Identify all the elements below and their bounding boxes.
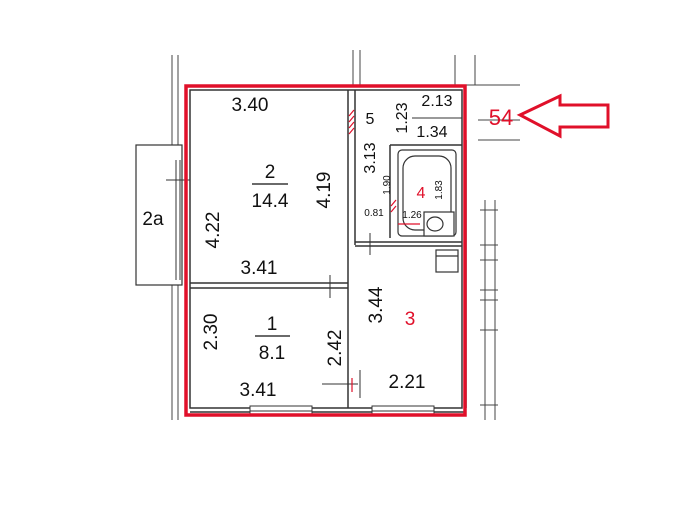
room-2-height-right: 4.19 xyxy=(314,172,335,209)
room-1-area: 8.1 xyxy=(259,343,285,364)
room-5-top-length-2: 1.34 xyxy=(416,124,447,141)
apartment-callout: 54 xyxy=(489,93,610,139)
room-2: 3.40 2 14.4 4.22 4.19 3.41 xyxy=(203,95,335,279)
apartment-outline xyxy=(184,84,467,417)
room-1: 2.30 1 8.1 2.42 3.41 xyxy=(201,314,346,401)
balcony-2a: 2a xyxy=(135,144,190,286)
room-1-number: 1 xyxy=(267,314,278,335)
room-1-height-left: 2.30 xyxy=(201,314,222,351)
room-3: 3.44 3 2.21 xyxy=(366,286,425,393)
building-context xyxy=(171,50,520,420)
corridor-markers xyxy=(348,109,420,392)
room-5: 5 3.13 1.23 2.13 1.34 xyxy=(362,93,462,174)
door-marks xyxy=(322,233,371,398)
room-2-number: 2 xyxy=(265,162,276,183)
room-3-height: 3.44 xyxy=(366,286,387,323)
room-5-top-length: 2.13 xyxy=(421,93,452,110)
room-1-height-right: 2.42 xyxy=(325,330,346,367)
room-4-number: 4 xyxy=(417,185,426,202)
kitchen-unit xyxy=(435,249,459,273)
room-2-width-bottom: 3.41 xyxy=(241,258,278,279)
room-4-height-b: 1.83 xyxy=(434,180,445,200)
room-2-area: 14.4 xyxy=(252,191,289,212)
room-4: 1.90 4 1.83 0.81 1.26 xyxy=(364,175,445,221)
apartment-number: 54 xyxy=(489,105,513,130)
room-5-width: 1.23 xyxy=(394,102,411,133)
room-4-height-a: 1.90 xyxy=(382,175,393,195)
room-2-width-top: 3.40 xyxy=(232,95,269,116)
room-1-width-bottom: 3.41 xyxy=(240,380,277,401)
sink xyxy=(423,211,455,237)
room-4-width-b: 1.26 xyxy=(402,210,422,221)
arrow-left-icon xyxy=(516,93,610,139)
room-5-length: 3.13 xyxy=(362,142,379,173)
room-3-width: 2.21 xyxy=(389,372,426,393)
room-5-number: 5 xyxy=(366,111,375,128)
room-2-height-left: 4.22 xyxy=(203,212,224,249)
room-4-width-a: 0.81 xyxy=(364,208,384,219)
balcony-label: 2a xyxy=(142,209,164,230)
room-3-number: 3 xyxy=(405,309,416,330)
